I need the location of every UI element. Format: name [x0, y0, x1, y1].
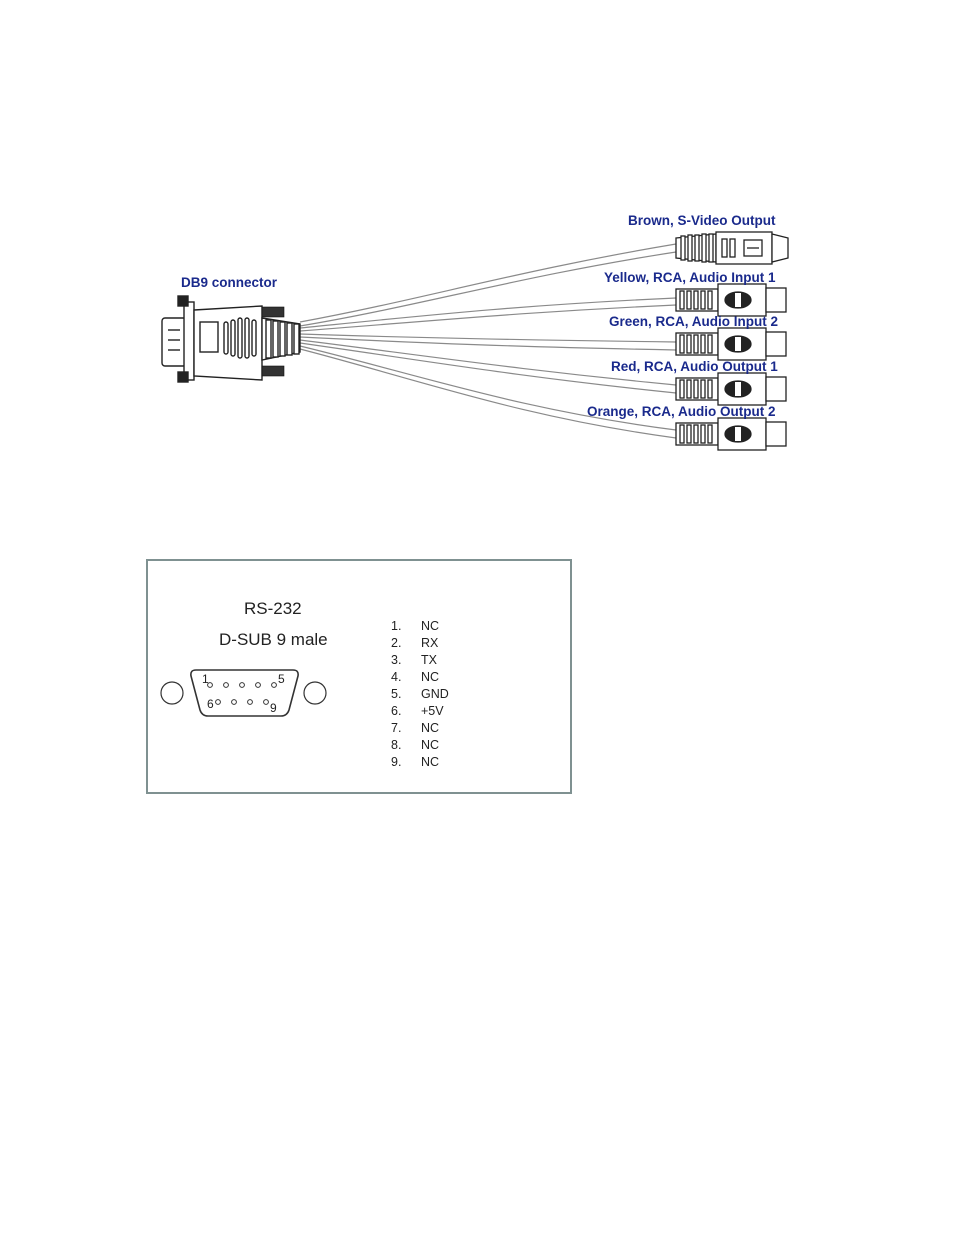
rca-connector-1: [676, 284, 786, 316]
pin-signal: GND: [421, 687, 449, 701]
audio-output-2-label: Orange, RCA, Audio Output 2: [587, 404, 776, 420]
right-mounting-hole: [304, 682, 326, 704]
pinout-subtitle: D-SUB 9 male: [219, 630, 328, 650]
pin-number: 5.: [391, 687, 421, 701]
pin-number: 6.: [391, 704, 421, 718]
pin-signal: +5V: [421, 704, 444, 718]
pin-signal: RX: [421, 636, 438, 650]
pin-number: 7.: [391, 721, 421, 735]
pin-row: 7.NC: [391, 721, 439, 735]
pin-signal: NC: [421, 721, 439, 735]
pin-number: 4.: [391, 670, 421, 684]
pin-row: 4.NC: [391, 670, 439, 684]
pin-number-1: 1: [202, 672, 209, 686]
db9-connector-label: DB9 connector: [181, 275, 277, 291]
pin-number: 1.: [391, 619, 421, 633]
svideo-output-label: Brown, S-Video Output: [628, 213, 776, 229]
audio-input-1-label: Yellow, RCA, Audio Input 1: [604, 270, 776, 286]
pin-row: 1.NC: [391, 619, 439, 633]
pin-number-9: 9: [270, 701, 277, 715]
rca-connector-2: [676, 328, 786, 360]
pin-number-5: 5: [278, 672, 285, 686]
pin-row: 2.RX: [391, 636, 438, 650]
dsub9-connector-drawing: 1 5 6 9: [156, 665, 356, 725]
pin-signal: NC: [421, 619, 439, 633]
pin-number-6: 6: [207, 697, 214, 711]
pin-number: 3.: [391, 653, 421, 667]
cable-diagram: DB9 connector Brown, S-Video Output Yell…: [0, 0, 954, 520]
pin-row: 5.GND: [391, 687, 449, 701]
audio-output-1-label: Red, RCA, Audio Output 1: [611, 359, 778, 375]
pinout-title: RS-232: [244, 599, 302, 619]
svideo-connector-drawing: [676, 232, 788, 264]
db9-connector-drawing: [162, 296, 300, 382]
pin-signal: TX: [421, 653, 437, 667]
pin-number: 2.: [391, 636, 421, 650]
pin-signal: NC: [421, 670, 439, 684]
rca-connector-4: [676, 418, 786, 450]
rca-connector-3: [676, 373, 786, 405]
pin-number: 9.: [391, 755, 421, 769]
pin-signal: NC: [421, 738, 439, 752]
audio-input-2-label: Green, RCA, Audio Input 2: [609, 314, 778, 330]
pin-number: 8.: [391, 738, 421, 752]
rs232-pinout-box: RS-232 D-SUB 9 male 1 5 6 9 1.NC 2.RX 3.…: [146, 559, 572, 794]
left-mounting-hole: [161, 682, 183, 704]
pin-row: 8.NC: [391, 738, 439, 752]
pin-signal: NC: [421, 755, 439, 769]
pin-row: 6.+5V: [391, 704, 444, 718]
cable-drawing: [0, 0, 954, 520]
pin-row: 9.NC: [391, 755, 439, 769]
pin-row: 3.TX: [391, 653, 437, 667]
